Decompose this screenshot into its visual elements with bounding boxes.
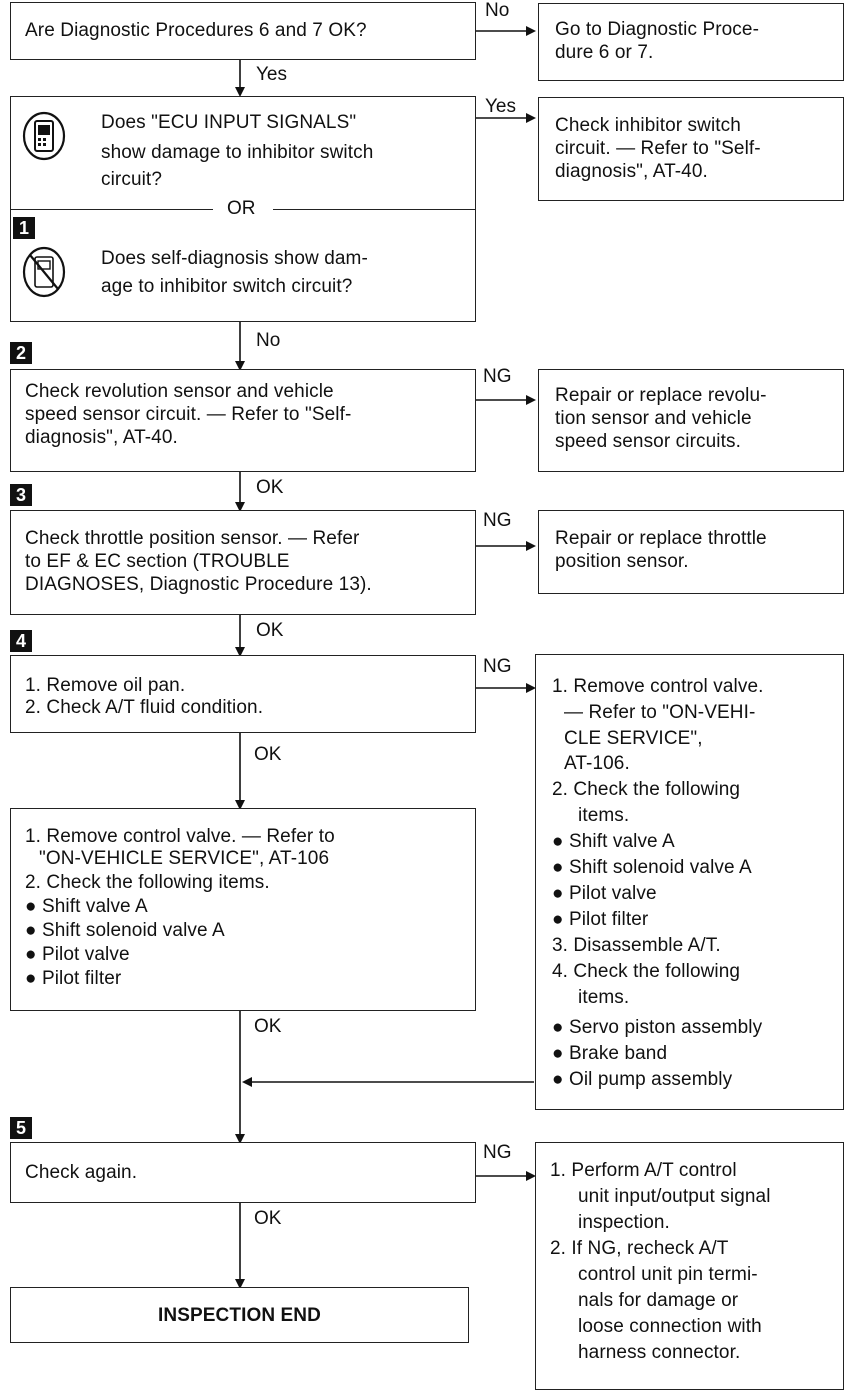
r6-line-2: unit input/output signal [578, 1186, 771, 1207]
r5-line-9: ● Pilot valve [552, 883, 657, 904]
check-again-text: Check again. [25, 1162, 138, 1183]
r5-line-15: ● Brake band [552, 1043, 668, 1064]
label-yes-2: Yes [485, 96, 516, 117]
result-remove-control-valve: 1. Remove control valve. — Refer to "ON-… [535, 654, 844, 1110]
result-perform-inspection: 1. Perform A/T control unit input/output… [535, 1142, 844, 1390]
no-tools-icon [22, 246, 66, 298]
label-ok-5: OK [254, 1208, 282, 1229]
result-go-to-procedure: Go to Diagnostic Proce- dure 6 or 7. [538, 3, 844, 81]
result-go-to-procedure-line-1: Go to Diagnostic Proce- [555, 19, 759, 40]
label-ok-3: OK [256, 620, 284, 641]
s4b-line-3: 2. Check the following items. [25, 872, 270, 893]
r5-line-13: items. [578, 987, 630, 1008]
question-procedures-6-7: Are Diagnostic Procedures 6 and 7 OK? [10, 2, 476, 60]
consult-tester-icon [22, 111, 66, 161]
throttle-sensor-line-2: to EF & EC section (TROUBLE [25, 551, 290, 572]
label-ok-2: OK [256, 477, 284, 498]
label-yes: Yes [256, 64, 287, 85]
step-3-badge: 3 [10, 484, 32, 506]
r6-line-3: inspection. [578, 1212, 670, 1233]
question-inhibitor-line-3: circuit? [101, 169, 162, 190]
r5-line-6: items. [578, 805, 630, 826]
s4b-line-7: ● Pilot filter [25, 968, 122, 989]
result-check-inhibitor-line-1: Check inhibitor switch [555, 115, 741, 136]
step-5-badge: 5 [10, 1117, 32, 1139]
s4b-line-1: 1. Remove control valve. — Refer to [25, 826, 335, 847]
result-repair-throttle-sensor: Repair or replace throttle position sens… [538, 510, 844, 594]
r6-line-7: loose connection with [578, 1316, 762, 1337]
question-procedures-6-7-text: Are Diagnostic Procedures 6 and 7 OK? [25, 20, 367, 41]
revolution-sensor-line-3: diagnosis", AT-40. [25, 427, 178, 448]
r5-line-10: ● Pilot filter [552, 909, 649, 930]
repair-revolution-line-1: Repair or replace revolu- [555, 385, 767, 406]
throttle-sensor-line-1: Check throttle position sensor. — Refer [25, 528, 360, 549]
or-divider-left [11, 209, 213, 210]
r5-line-12: 4. Check the following [552, 961, 741, 982]
s4b-line-6: ● Pilot valve [25, 944, 130, 965]
r6-line-5: control unit pin termi- [578, 1264, 758, 1285]
question-inhibitor-line-2: show damage to inhibitor switch [101, 142, 374, 163]
label-ng-4: NG [483, 656, 512, 677]
label-ng-3: NG [483, 510, 512, 531]
result-check-inhibitor: Check inhibitor switch circuit. — Refer … [538, 97, 844, 201]
or-label: OR [227, 198, 256, 219]
result-check-inhibitor-line-3: diagnosis", AT-40. [555, 161, 708, 182]
r6-line-8: harness connector. [578, 1342, 741, 1363]
r5-line-3: CLE SERVICE", [564, 728, 703, 749]
repair-throttle-line-1: Repair or replace throttle [555, 528, 767, 549]
repair-revolution-line-3: speed sensor circuits. [555, 431, 741, 452]
repair-revolution-line-2: tion sensor and vehicle [555, 408, 752, 429]
r6-line-1: 1. Perform A/T control [550, 1160, 737, 1181]
step-4-badge: 4 [10, 630, 32, 652]
inspection-end-text: INSPECTION END [158, 1305, 321, 1326]
label-ng-5: NG [483, 1142, 512, 1163]
oil-pan-line-1: 1. Remove oil pan. [25, 675, 186, 696]
r5-line-7: ● Shift valve A [552, 831, 675, 852]
label-ok-4: OK [254, 744, 282, 765]
revolution-sensor-line-2: speed sensor circuit. — Refer to "Self- [25, 404, 352, 425]
result-go-to-procedure-line-2: dure 6 or 7. [555, 42, 654, 63]
oil-pan-line-2: 2. Check A/T fluid condition. [25, 697, 264, 718]
r5-line-11: 3. Disassemble A/T. [552, 935, 721, 956]
step-check-throttle-sensor: Check throttle position sensor. — Refer … [10, 510, 476, 615]
r5-line-8: ● Shift solenoid valve A [552, 857, 752, 878]
r5-line-14: ● Servo piston assembly [552, 1017, 763, 1038]
r5-line-16: ● Oil pump assembly [552, 1069, 733, 1090]
label-ok-4b: OK [254, 1016, 282, 1037]
throttle-sensor-line-3: DIAGNOSES, Diagnostic Procedure 13). [25, 574, 372, 595]
question-inhibitor-switch: Does "ECU INPUT SIGNALS" show damage to … [10, 96, 476, 322]
revolution-sensor-line-1: Check revolution sensor and vehicle [25, 381, 334, 402]
question-self-diag-line-2: age to inhibitor switch circuit? [101, 276, 353, 297]
question-inhibitor-line-1: Does "ECU INPUT SIGNALS" [101, 112, 357, 133]
result-check-inhibitor-line-2: circuit. — Refer to "Self- [555, 138, 761, 159]
label-ng-2: NG [483, 366, 512, 387]
question-self-diag-line-1: Does self-diagnosis show dam- [101, 248, 368, 269]
s4b-line-2: "ON-VEHICLE SERVICE", AT-106 [39, 848, 330, 869]
label-no-2: No [256, 330, 281, 351]
label-no: No [485, 0, 510, 21]
s4b-line-4: ● Shift valve A [25, 896, 148, 917]
or-divider-right [273, 209, 475, 210]
s4b-line-5: ● Shift solenoid valve A [25, 920, 225, 941]
r6-line-6: nals for damage or [578, 1290, 739, 1311]
step-2-badge: 2 [10, 342, 32, 364]
step-1-badge: 1 [13, 217, 35, 239]
result-repair-revolution-sensor: Repair or replace revolu- tion sensor an… [538, 369, 844, 472]
r5-line-1: 1. Remove control valve. [552, 676, 764, 697]
r5-line-5: 2. Check the following [552, 779, 741, 800]
step-check-revolution-sensor: Check revolution sensor and vehicle spee… [10, 369, 476, 472]
r6-line-4: 2. If NG, recheck A/T [550, 1238, 729, 1259]
step-remove-control-valve: 1. Remove control valve. — Refer to "ON-… [10, 808, 476, 1011]
r5-line-4: AT-106. [564, 753, 630, 774]
step-remove-oil-pan: 1. Remove oil pan. 2. Check A/T fluid co… [10, 655, 476, 733]
repair-throttle-line-2: position sensor. [555, 551, 689, 572]
step-check-again: Check again. [10, 1142, 476, 1203]
inspection-end-box: INSPECTION END [10, 1287, 469, 1343]
r5-line-2: — Refer to "ON-VEHI- [564, 702, 756, 723]
